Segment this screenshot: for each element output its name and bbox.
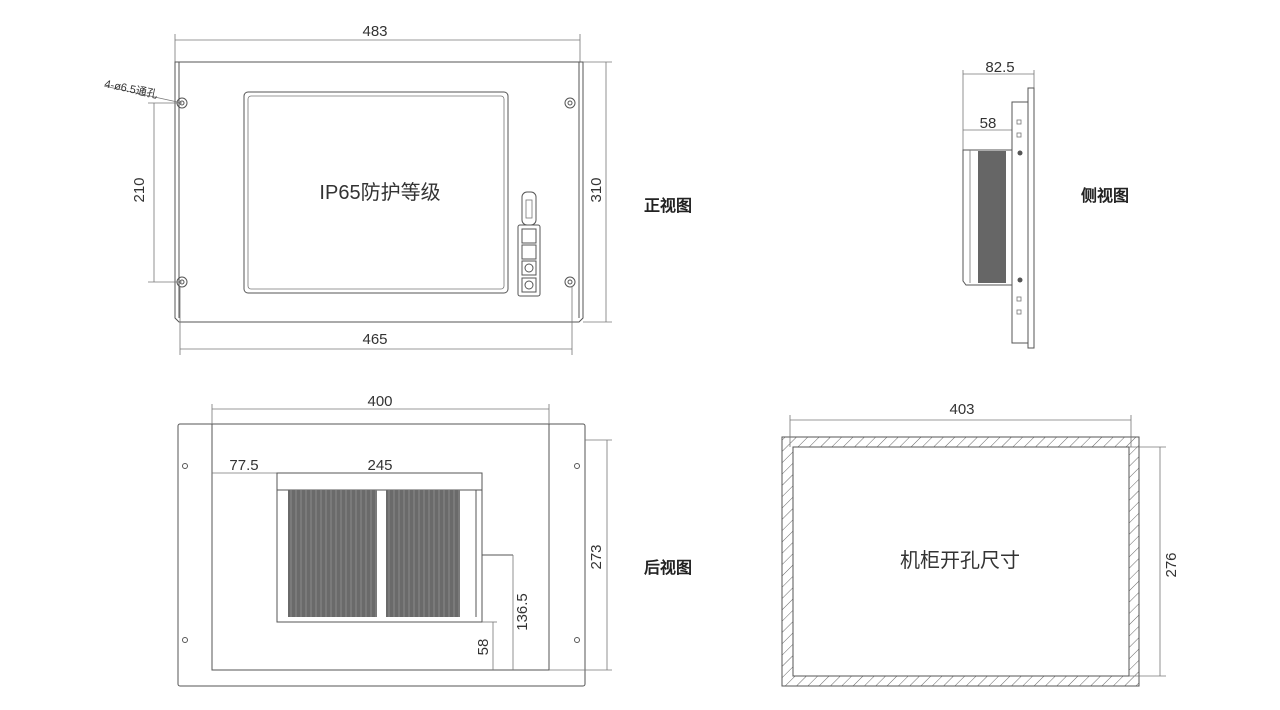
button-menu <box>521 228 537 244</box>
heatsink-fins <box>288 490 460 617</box>
dim-label-483: 483 <box>362 23 387 40</box>
dim-label-58: 58 <box>980 115 997 132</box>
dim-label-58: 58 <box>475 639 492 656</box>
dim-label-136-5: 136.5 <box>514 593 531 631</box>
side-view-title: 侧视图 <box>1081 186 1129 205</box>
cutout-view: 403 276 机柜开孔尺寸 <box>781 401 1180 687</box>
dim-label-400: 400 <box>367 393 392 410</box>
dim-label-310: 310 <box>588 177 605 202</box>
side-body <box>962 149 1013 286</box>
front-view-title: 正视图 <box>644 196 692 215</box>
button-power <box>521 277 537 293</box>
power-icon <box>524 280 534 290</box>
button-select <box>521 244 537 260</box>
screen-text: IP65防护等级 <box>319 181 440 204</box>
screen <box>243 91 509 294</box>
dim-label-245: 245 <box>367 457 392 474</box>
dim-label-77-5: 77.5 <box>229 457 258 474</box>
heatsink-block <box>288 490 377 617</box>
side-view: 82.5 58 侧视图 <box>962 59 1129 349</box>
hole-leader-line <box>103 85 183 104</box>
power-icon <box>524 263 534 273</box>
control-button-panel <box>517 224 541 297</box>
cutout-title: 机柜开孔尺寸 <box>900 549 1020 572</box>
button-power-display <box>521 260 537 276</box>
dim-label-403: 403 <box>949 401 974 418</box>
side-bracket <box>1011 101 1029 344</box>
mounting-holes <box>182 463 580 643</box>
heatsink-block <box>386 490 460 617</box>
rear-enclosure <box>211 423 550 671</box>
dim-label-210: 210 <box>131 177 148 202</box>
front-view: 483 IP65防护等级 4-ø6.5通孔 210 310 465 <box>103 23 692 355</box>
usb-port <box>521 191 537 226</box>
dim-label-273: 273 <box>588 544 605 569</box>
side-heatsink <box>978 151 1006 283</box>
dim-label-82-5: 82.5 <box>985 59 1014 76</box>
rear-view: 400 77.5 245 136.5 58 273 后视图 <box>177 393 692 687</box>
dim-label-465: 465 <box>362 331 387 348</box>
hole-note: 4-ø6.5通孔 <box>103 77 158 101</box>
rear-view-title: 后视图 <box>644 558 692 577</box>
dim-label-276: 276 <box>1163 552 1180 577</box>
side-front-plate <box>1027 87 1035 349</box>
